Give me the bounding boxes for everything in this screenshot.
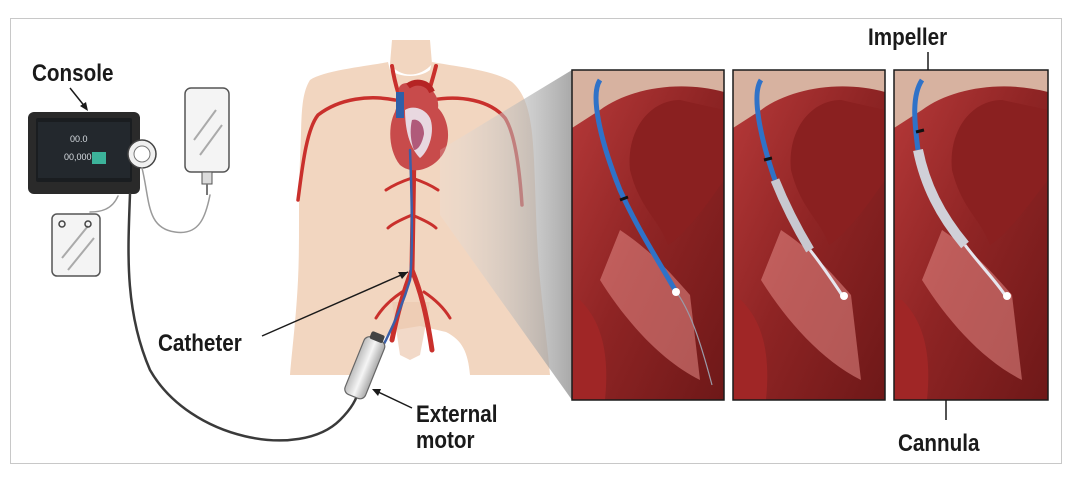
collection-bag-icon xyxy=(51,213,101,277)
heart-panel-1 xyxy=(572,70,724,400)
console-device xyxy=(28,112,157,194)
console-screen-value-top: 00.0 xyxy=(70,134,88,144)
console-label: Console xyxy=(32,60,114,87)
heart-panel-3 xyxy=(894,70,1048,400)
iv-bag-icon xyxy=(184,87,230,195)
heart-icon xyxy=(390,79,449,171)
tubing xyxy=(89,167,362,442)
impeller-label: Impeller xyxy=(868,24,948,51)
zoom-fan xyxy=(440,70,572,400)
heart-panels xyxy=(571,69,1049,401)
external-motor-label: External motor xyxy=(416,401,498,454)
heart-panel-2 xyxy=(733,70,885,400)
external-motor-device xyxy=(344,331,386,400)
figure-frame xyxy=(10,18,1062,464)
cannula-label: Cannula xyxy=(898,430,980,457)
console-screen-value-bottom: 00,000 xyxy=(64,152,92,162)
catheter-label: Catheter xyxy=(158,330,242,357)
